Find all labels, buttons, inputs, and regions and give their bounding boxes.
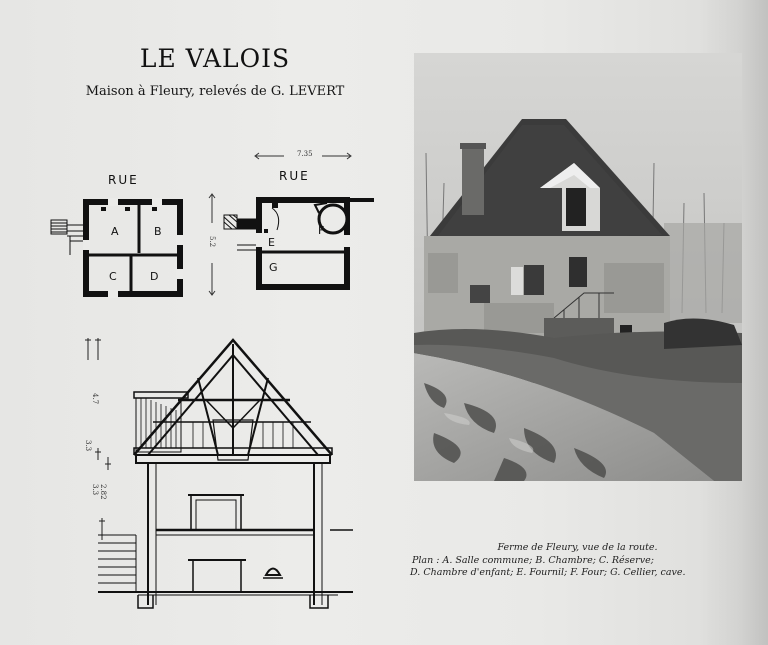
caption-line-2: Plan : A. Salle commune; B. Chambre; C. … (412, 554, 654, 566)
height-label-1: 4.7 (91, 393, 99, 405)
room-label-a: A (111, 225, 119, 238)
room-label-f: F (318, 224, 324, 237)
chimney (462, 145, 484, 215)
dimension-top-label: 7.35 (297, 150, 313, 158)
room-label-c: C (109, 270, 117, 283)
wall-openings (83, 198, 183, 298)
farmhouse-photo (414, 53, 742, 481)
road (414, 353, 714, 481)
floor-plan-right: E F G (223, 197, 374, 290)
walls-floors (98, 454, 353, 609)
height-label-3: 3.3 (91, 484, 99, 496)
oven-round (313, 202, 349, 235)
room-label-b: B (154, 225, 162, 238)
cross-section-drawing (85, 338, 353, 609)
window-left (524, 265, 544, 295)
caption-line-1: Ferme de Fleury, vue de la route. (497, 542, 658, 553)
height-label-2: 3.3 (84, 440, 92, 452)
entrance-steps (50, 219, 86, 255)
page-title: LE VALOIS (139, 44, 291, 73)
exterior-stair (223, 214, 260, 230)
caption-line-3: D. Chambre d'enfant; E. Fournil; F. Four… (410, 567, 686, 578)
roof (133, 338, 333, 461)
floor-plan-left: A B C D (50, 198, 183, 298)
dimension-side-label: 5.2 (208, 236, 216, 248)
dimension-mark-vertical (208, 193, 216, 296)
page-subtitle: Maison à Fleury, relevés de G. LEVERT (85, 84, 345, 99)
outer-walls (83, 199, 183, 297)
height-label-4: 2.82 (99, 484, 107, 500)
room-label-d: D (150, 270, 158, 283)
dimension-mark-horizontal (254, 152, 352, 160)
room-label-e: E (268, 236, 275, 249)
room-label-g: G (269, 261, 278, 274)
window-right (569, 257, 587, 287)
street-label-right: RUE (279, 169, 310, 183)
photo-caption: Ferme de Fleury, vue de la route. Plan :… (405, 542, 750, 580)
interior-walls (89, 205, 177, 291)
street-label-left: RUE (108, 173, 139, 187)
height-ticks (85, 338, 111, 540)
